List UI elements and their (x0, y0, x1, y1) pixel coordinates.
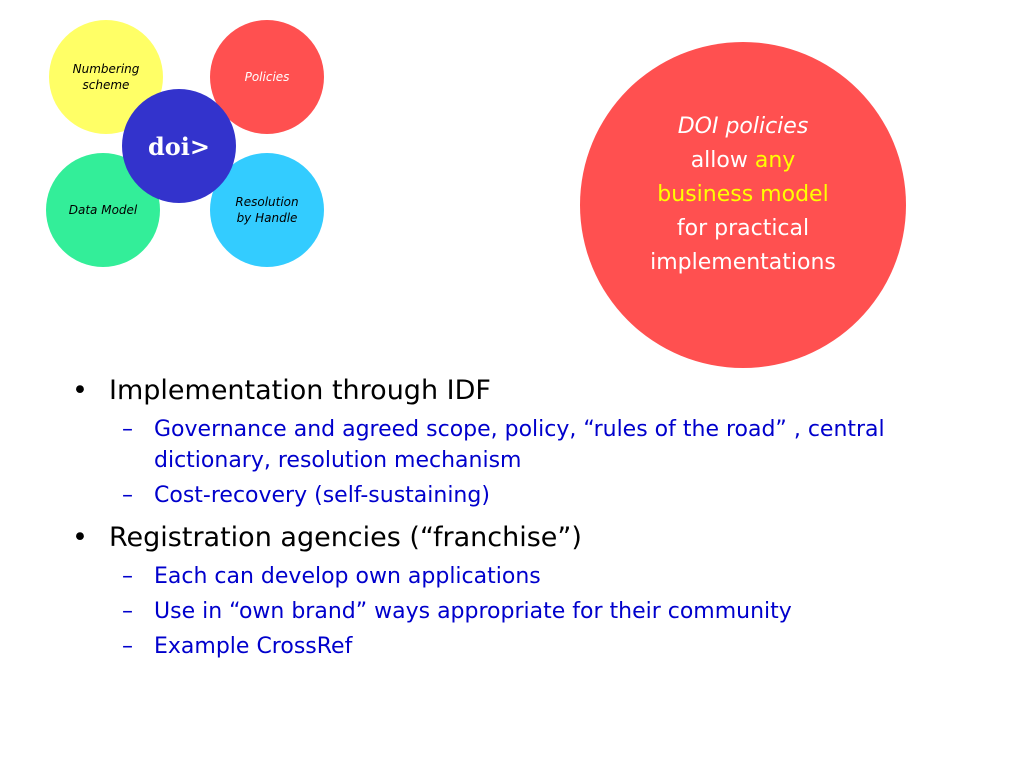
sub-bullet-text: Governance and agreed scope, policy, “ru… (154, 417, 885, 473)
callout-line2: allow any (650, 144, 836, 178)
sub-bullet-item: – Governance and agreed scope, policy, “… (72, 414, 972, 476)
data-model-label: Data Model (68, 203, 138, 217)
bullet-mark: • (72, 375, 88, 406)
callout-line4: for practical (676, 216, 810, 241)
callout-any: any (754, 148, 796, 173)
dash-mark: – (122, 483, 133, 508)
numbering-scheme-label: Numbering scheme (73, 61, 140, 93)
bullet-list: • Implementation through IDF – Governanc… (72, 370, 972, 662)
bullet-item: • Implementation through IDF (72, 372, 972, 410)
policies-label: Policies (244, 70, 290, 84)
numbering-line2: scheme (82, 78, 130, 92)
sub-bullet-text: Example CrossRef (154, 634, 353, 659)
bullet-text: Implementation through IDF (109, 375, 491, 406)
dash-mark: – (122, 564, 133, 589)
doi-policies-callout: DOI policies allow any business model fo… (580, 42, 906, 368)
callout-line3: business model (657, 182, 829, 207)
bullet-item: • Registration agencies (“franchise”) (72, 519, 972, 557)
bullet-mark: • (72, 522, 88, 553)
callout-allow: allow (690, 148, 748, 173)
callout-text: DOI policies allow any business model fo… (650, 110, 836, 280)
dash-mark: – (122, 634, 133, 659)
callout-line5: implementations (650, 250, 836, 275)
dash-mark: – (122, 599, 133, 624)
resolution-line2: by Handle (236, 211, 298, 225)
numbering-scheme-circle: Numbering scheme (49, 20, 163, 134)
sub-bullet-item: – Cost-recovery (self-sustaining) (72, 480, 972, 511)
sub-bullet-text: Use in “own brand” ways appropriate for … (154, 599, 792, 624)
dash-mark: – (122, 417, 133, 442)
numbering-line1: Numbering (72, 62, 140, 76)
sub-bullet-text: Cost-recovery (self-sustaining) (154, 483, 490, 508)
sub-bullet-item: – Example CrossRef (72, 631, 972, 662)
sub-bullet-text: Each can develop own applications (154, 564, 541, 589)
callout-line1: DOI policies (677, 114, 809, 139)
bullet-text: Registration agencies (“franchise”) (109, 522, 582, 553)
doi-logo-label: doi> (147, 131, 210, 161)
doi-logo-circle: doi> (122, 89, 236, 203)
sub-bullet-item: – Use in “own brand” ways appropriate fo… (72, 596, 972, 627)
sub-bullet-item: – Each can develop own applications (72, 561, 972, 592)
resolution-line1: Resolution (235, 195, 299, 209)
policies-circle: Policies (210, 20, 324, 134)
resolution-label: Resolution by Handle (235, 194, 298, 226)
